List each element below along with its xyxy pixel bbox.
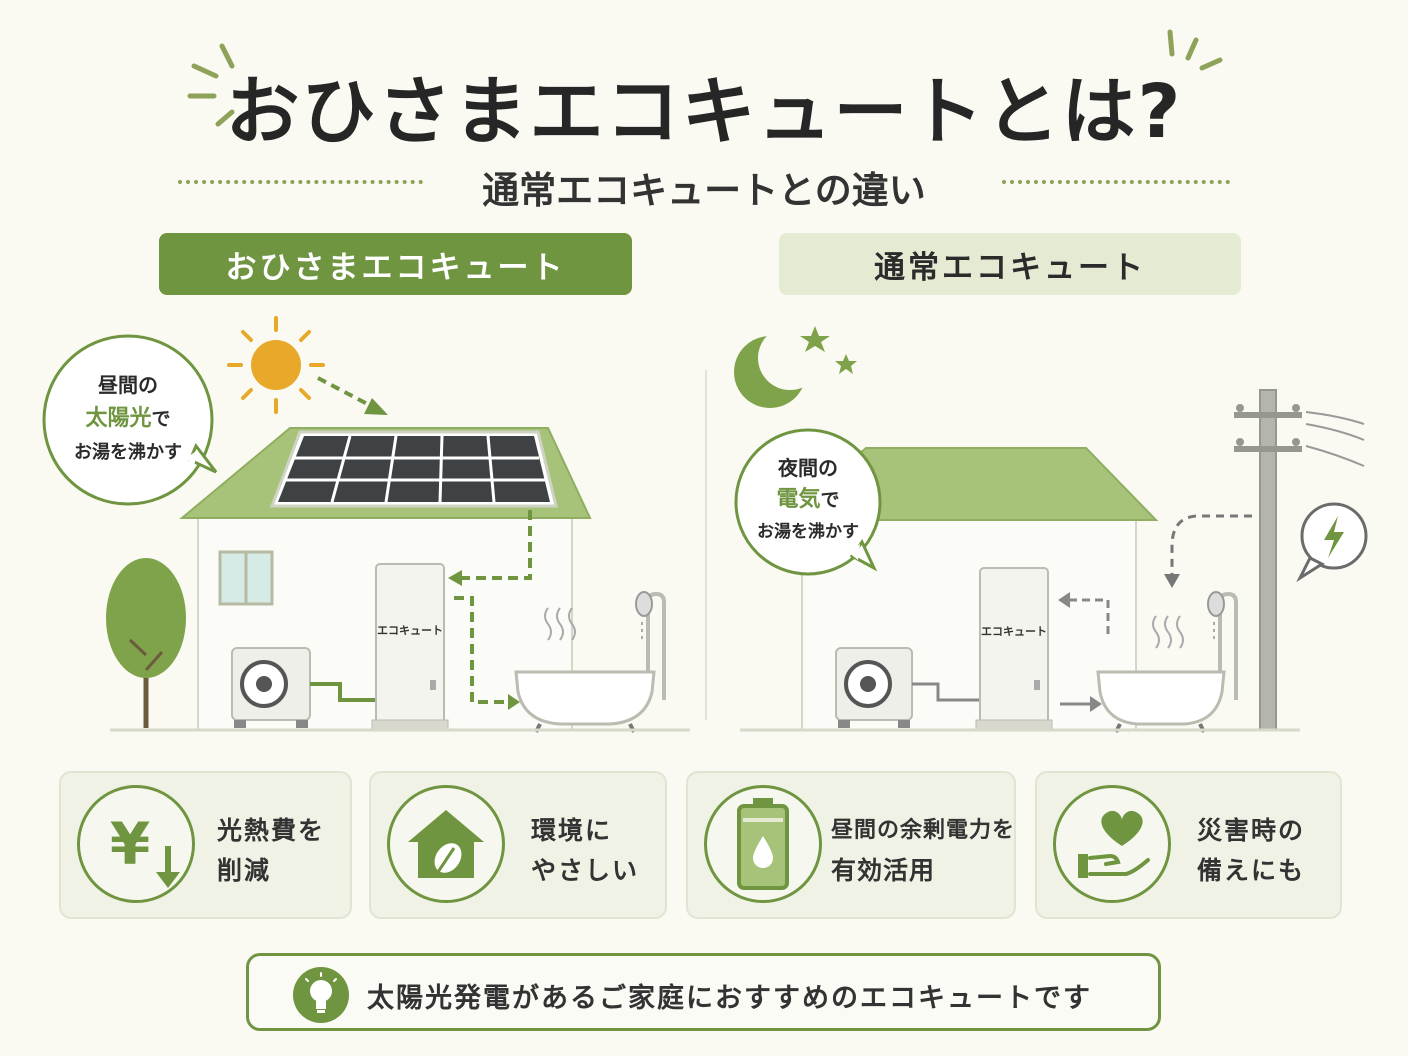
page-title: おひさまエコキュートとは? [225,69,1183,155]
comparison-illustration: エコキュート [42,316,1368,733]
sunlight-arrow-head [364,398,388,415]
feature-card-cost: ¥ 光熱費を 削減 [59,771,352,919]
hot-water-line [454,596,512,704]
battery-water-icon [704,785,822,903]
ohisama-ecocute-tank-icon [371,563,449,731]
ohisama-ecocute-label: エコキュート [377,624,443,637]
ohisama-scene: エコキュート [42,316,690,733]
sparkle-right-icon [1167,29,1223,71]
page-subtitle: 通常エコキュートとの違い [482,169,926,212]
normal-ecocute-tank-icon [975,567,1053,731]
feature-line: 有効活用 [831,856,936,885]
feature-line: 災害時の [1197,816,1306,845]
feature-line: 環境に [531,816,613,845]
ohisama-speech-balloon [42,334,218,506]
svg-text:¥: ¥ [110,810,150,878]
normal-scene: エコキュート [734,326,1368,733]
feature-card-environment: 環境に やさしい [369,771,667,919]
feature-line: 光熱費を [217,816,326,845]
feature-card-surplus-power: 昼間の余剰電力を 有効活用 [686,771,1016,919]
tree-icon [106,558,186,728]
dotted-divider-right [1002,180,1230,184]
star-icon [800,326,830,352]
feature-line: やさしい [531,856,640,885]
heat-pump-pipe [310,682,376,702]
sunlight-arrow [317,376,376,410]
heat-pump-unit-icon [231,647,311,728]
feature-card-disaster: 災害時の 備えにも [1035,771,1342,919]
water-line [1068,598,1110,634]
star-icon [835,354,857,374]
ohisama-balloon-text: 昼間の 太陽光で お湯を沸かす [74,373,182,463]
solar-power-line [456,510,532,580]
moon-icon [734,326,822,408]
shower-icon [1207,591,1238,700]
feature-line: 備えにも [1197,856,1306,885]
ohisama-column-header: おひさまエコキュート [159,233,632,295]
solar-panel-icon [269,430,558,508]
recommendation-text: 太陽光発電があるご家庭におすすめのエコキュートです [367,983,1092,1014]
yen-down-icon: ¥ [77,785,195,903]
dotted-divider-left [178,180,423,184]
feature-line: 昼間の余剰電力を [831,818,1016,843]
bathtub-icon [514,607,656,733]
sparkle-left-icon [187,43,235,127]
grid-power-line [1170,514,1252,576]
heat-pump-unit-icon [835,647,913,728]
feature-line: 削減 [217,856,272,885]
heat-pump-pipe [912,682,980,702]
heart-hand-icon [1053,785,1171,903]
normal-balloon-text: 夜間の 電気で お湯を沸かす [757,456,859,542]
shower-icon [635,591,666,700]
lightning-bubble-icon [1296,502,1368,583]
utility-pole-icon [1234,389,1365,731]
lightbulb-icon [293,967,349,1023]
sun-icon [227,316,325,414]
normal-ecocute-label: エコキュート [981,625,1047,638]
house-leaf-icon [387,785,505,903]
normal-speech-balloon [734,428,882,576]
normal-column-header: 通常エコキュート [779,233,1241,295]
recommendation-banner: 太陽光発電があるご家庭におすすめのエコキュートです [246,953,1161,1031]
